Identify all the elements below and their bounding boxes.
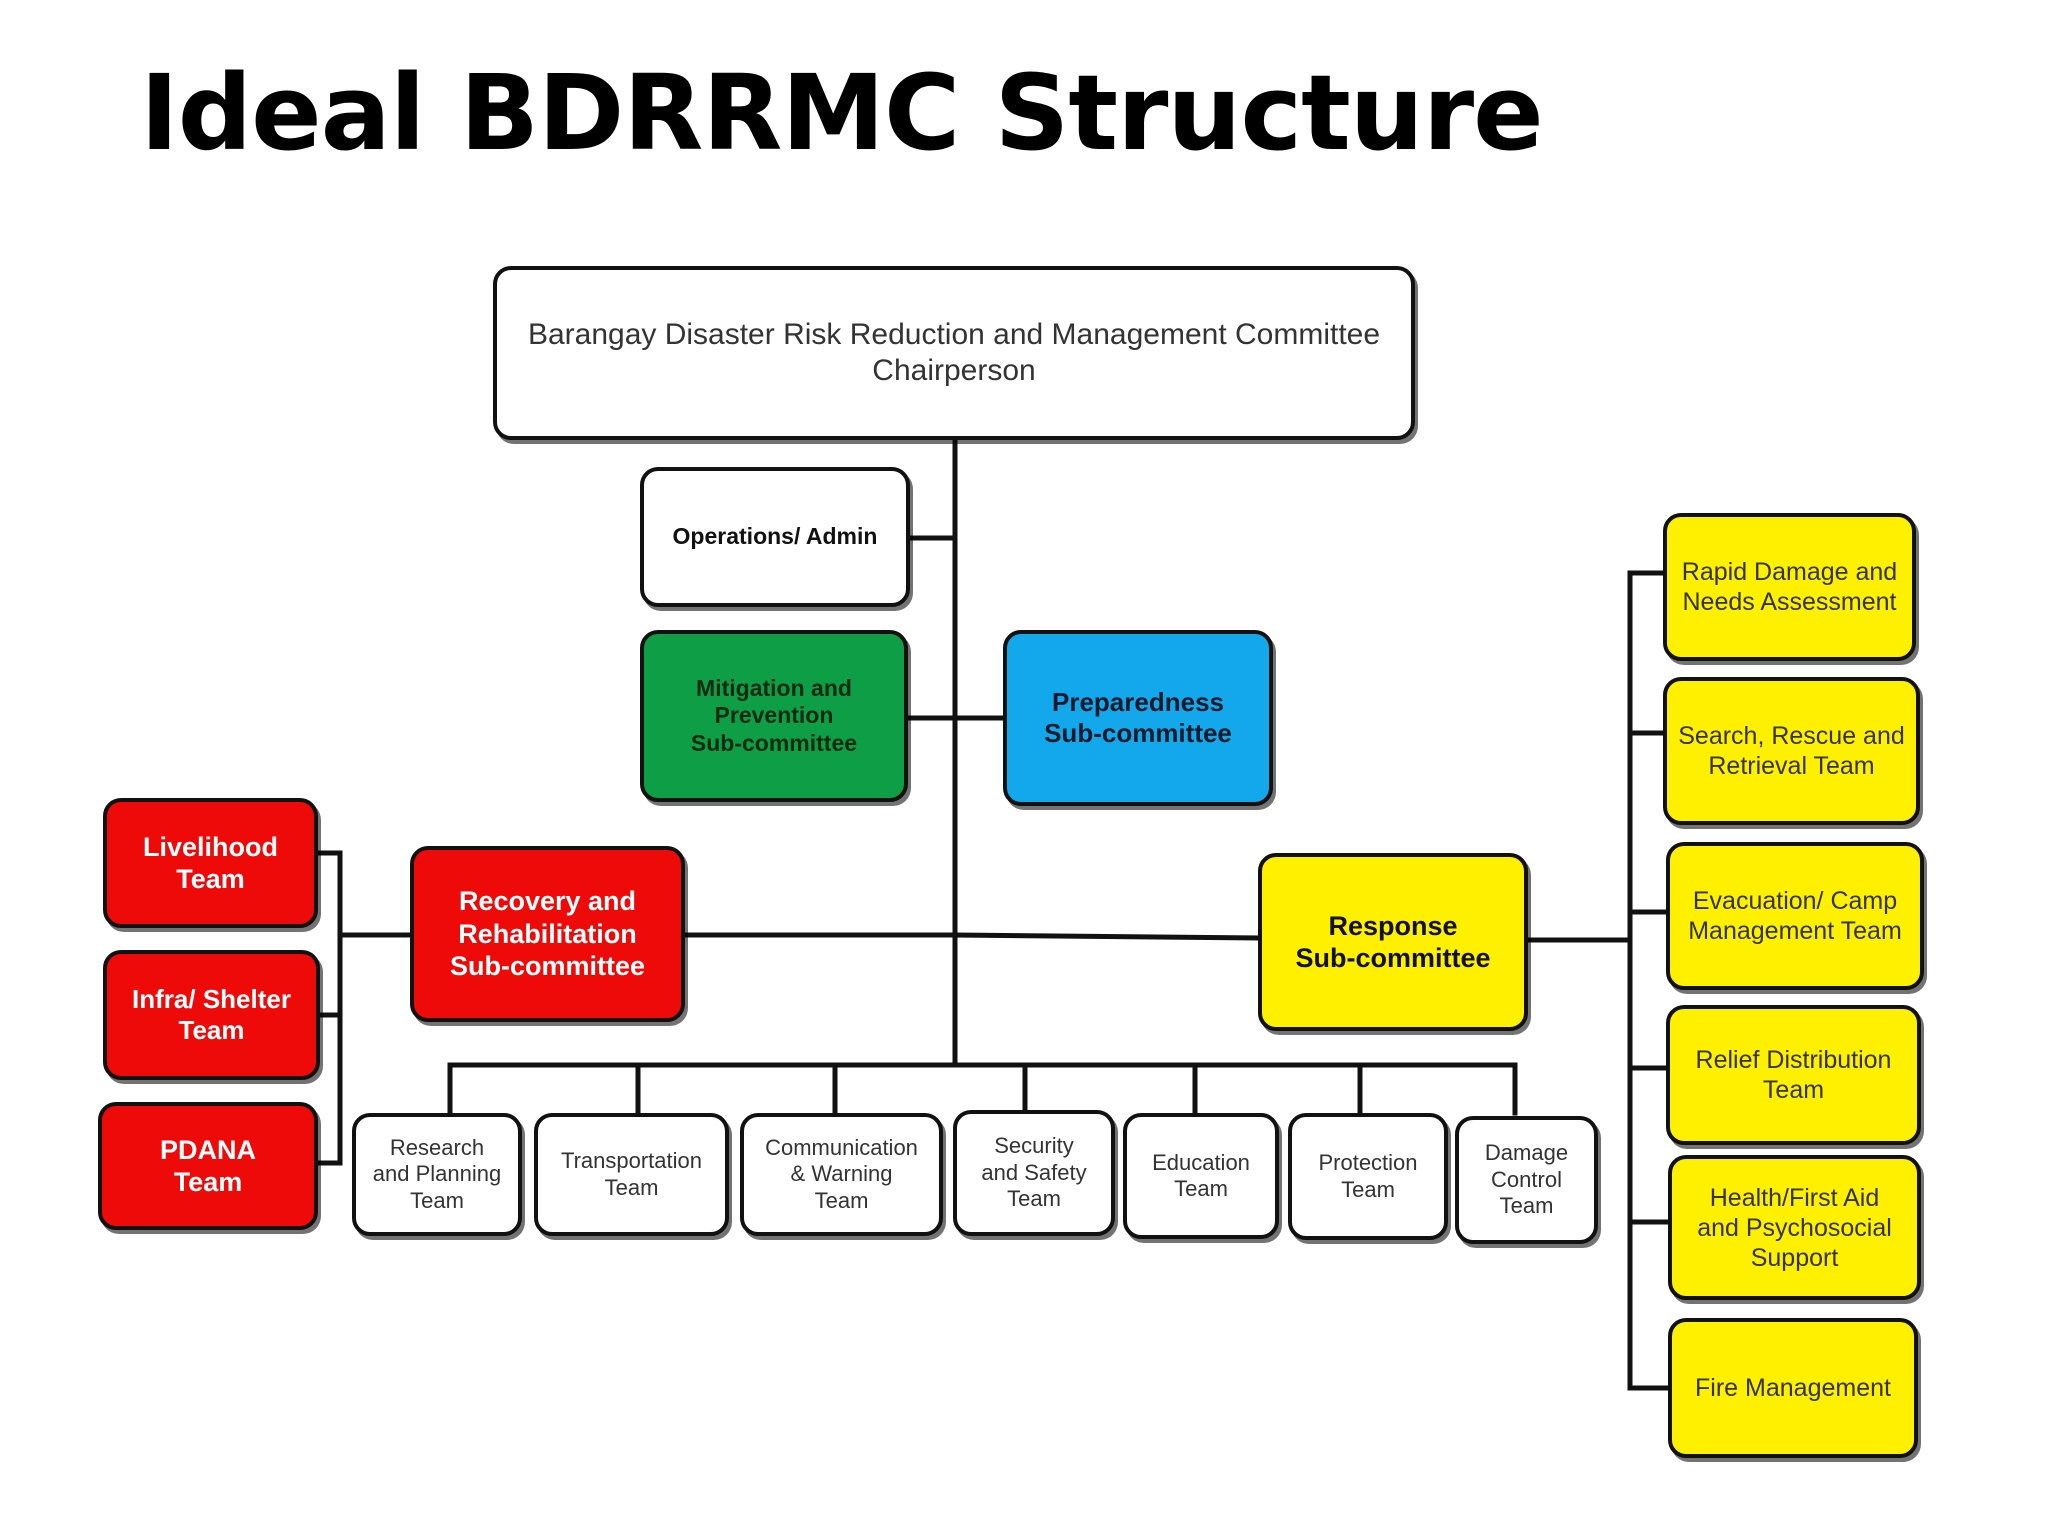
damage-control-team-box: Damage Control Team: [1455, 1116, 1598, 1244]
protection-team-box: Protection Team: [1288, 1113, 1448, 1240]
response-team-label: Search, Rescue and Retrieval Team: [1678, 722, 1905, 780]
bottom-team-label: Education Team: [1152, 1149, 1250, 1201]
response-subcommittee-box: Response Sub-committee: [1258, 853, 1528, 1031]
response-team-label: Health/First Aid and Psychosocial Suppor…: [1697, 1183, 1892, 1272]
chairperson-box: Barangay Disaster Risk Reduction and Man…: [493, 266, 1415, 440]
recovery-label: Recovery and Rehabilitation Sub-committe…: [449, 886, 646, 982]
recovery-team-label: Livelihood Team: [143, 831, 278, 894]
bottom-team-label: Security and Safety Team: [981, 1133, 1087, 1212]
research-planning-team-box: Research and Planning Team: [352, 1113, 522, 1236]
pdana-team-box: PDANA Team: [98, 1102, 318, 1230]
transportation-team-box: Transportation Team: [534, 1113, 729, 1236]
operations-admin-label: Operations/ Admin: [672, 523, 878, 550]
response-team-label: Relief Distribution Team: [1695, 1046, 1892, 1104]
bottom-team-label: Protection Team: [1318, 1150, 1418, 1202]
response-connector: [952, 932, 1261, 941]
search-rescue-team-box: Search, Rescue and Retrieval Team: [1663, 677, 1920, 825]
education-team-box: Education Team: [1123, 1113, 1279, 1239]
mitigation-subcommittee-box: Mitigation and Prevention Sub-committee: [640, 630, 908, 802]
bottom-team-label: Damage Control Team: [1484, 1140, 1569, 1219]
recovery-subcommittee-box: Recovery and Rehabilitation Sub-committe…: [410, 846, 685, 1022]
recovery-team-label: Infra/ Shelter Team: [132, 983, 291, 1045]
response-team-label: Evacuation/ Camp Management Team: [1688, 887, 1902, 945]
mitigation-label: Mitigation and Prevention Sub-committee: [690, 674, 858, 756]
preparedness-label: Preparedness Sub-committee: [1044, 686, 1232, 748]
operations-admin-box: Operations/ Admin: [640, 467, 910, 607]
slide-title: Ideal BDRRMC Structure: [140, 52, 1544, 174]
communication-warning-team-box: Communication & Warning Team: [740, 1113, 943, 1236]
response-label: Response Sub-committee: [1295, 910, 1491, 973]
relief-distribution-team-box: Relief Distribution Team: [1666, 1005, 1921, 1145]
fire-management-team-box: Fire Management: [1668, 1318, 1918, 1458]
preparedness-subcommittee-box: Preparedness Sub-committee: [1003, 630, 1273, 806]
response-team-label: Fire Management: [1695, 1374, 1891, 1402]
bottom-team-label: Communication & Warning Team: [765, 1134, 918, 1213]
health-first-aid-team-box: Health/First Aid and Psychosocial Suppor…: [1668, 1155, 1921, 1300]
evacuation-camp-team-box: Evacuation/ Camp Management Team: [1666, 842, 1924, 990]
bottom-team-label: Research and Planning Team: [372, 1134, 502, 1213]
infra-shelter-team-box: Infra/ Shelter Team: [103, 950, 320, 1080]
chairperson-label: Barangay Disaster Risk Reduction and Man…: [527, 318, 1381, 387]
security-safety-team-box: Security and Safety Team: [953, 1110, 1115, 1236]
rapid-damage-assessment-box: Rapid Damage and Needs Assessment: [1663, 513, 1916, 661]
livelihood-team-box: Livelihood Team: [103, 798, 318, 928]
recovery-team-label: PDANA Team: [159, 1134, 256, 1197]
bottom-team-label: Transportation Team: [560, 1148, 703, 1200]
response-team-label: Rapid Damage and Needs Assessment: [1681, 558, 1898, 616]
